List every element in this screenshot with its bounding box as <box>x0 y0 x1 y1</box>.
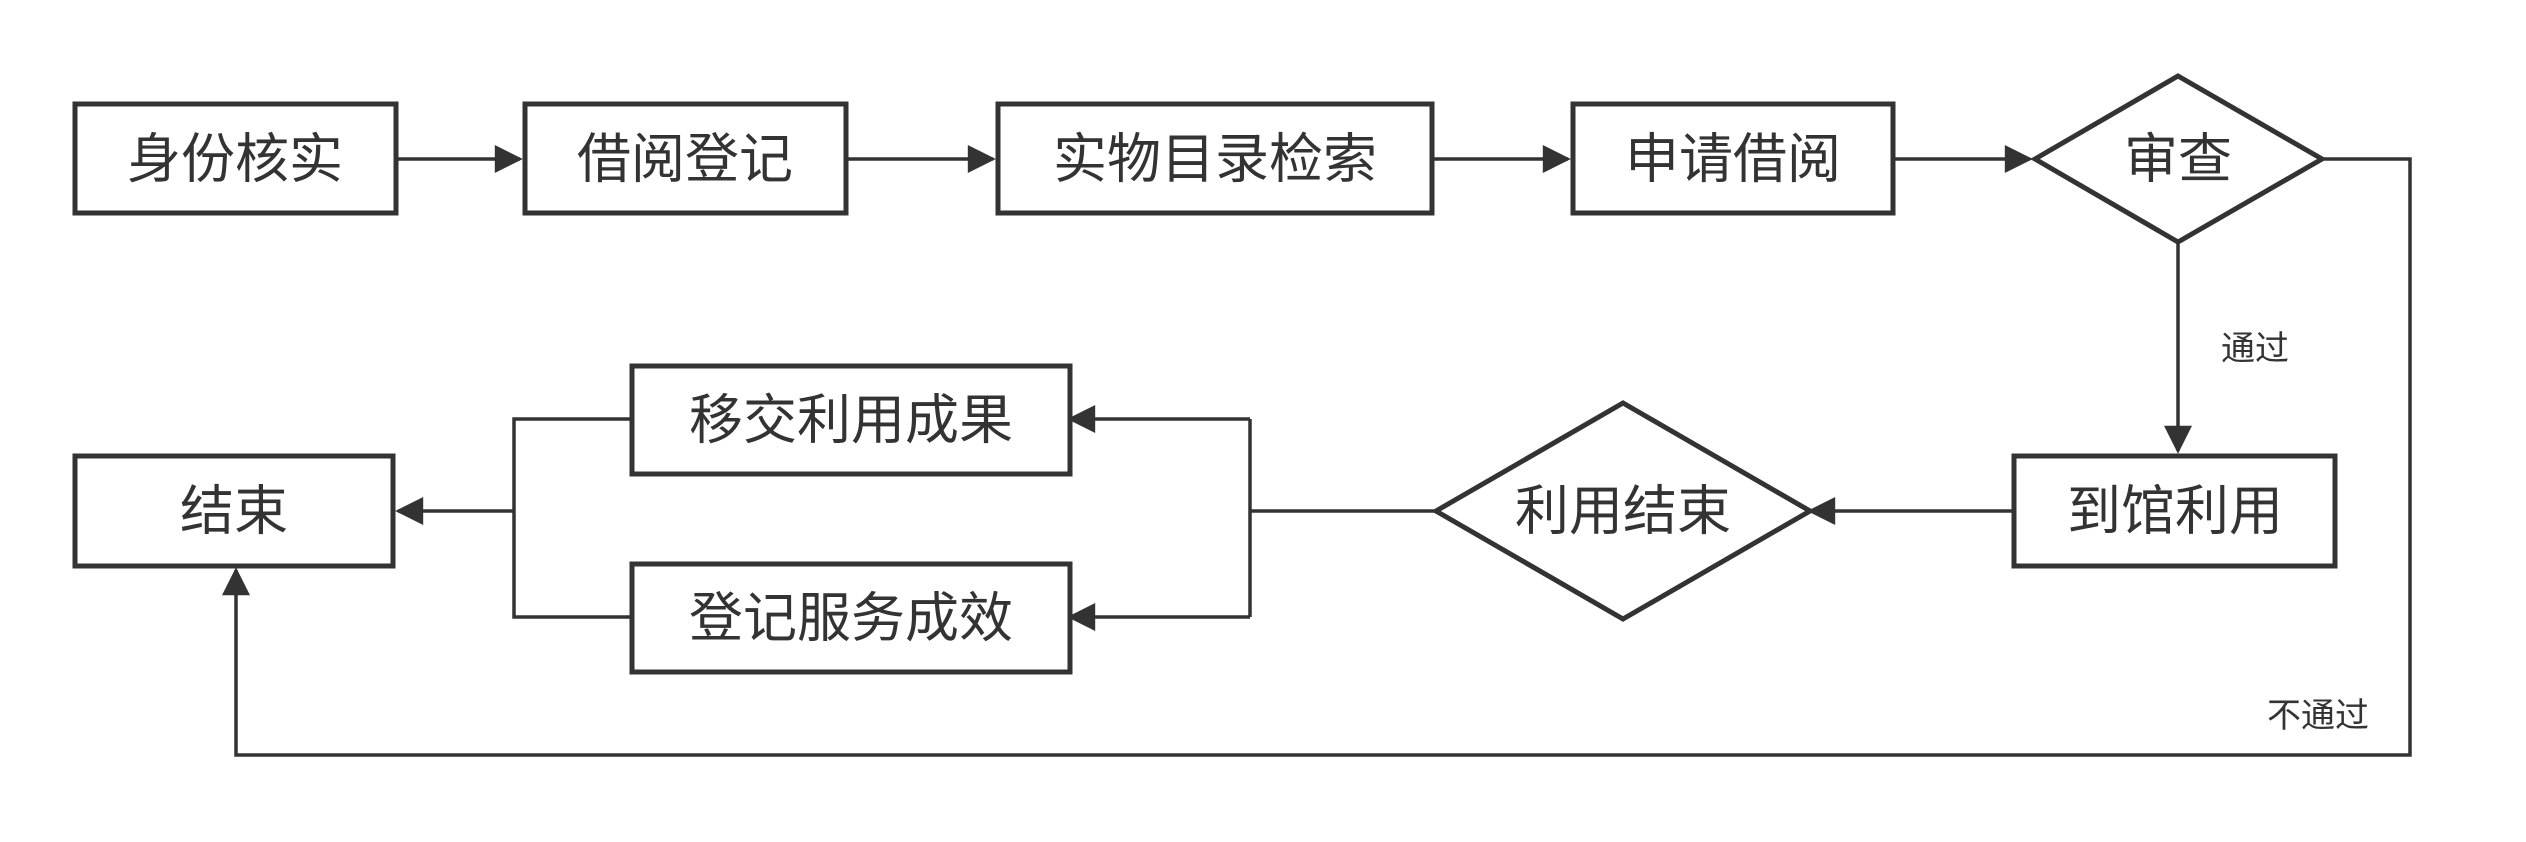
node-register: 借阅登记 <box>522 101 849 216</box>
node-transfer-results: 移交利用成果 <box>629 363 1073 477</box>
edge-transfer-join <box>512 417 632 619</box>
node-apply: 申请借阅 <box>1570 101 1896 216</box>
node-on-site-use: 到馆利用 <box>2011 453 2338 569</box>
node-catalog-search-label: 实物目录检索 <box>1053 128 1377 191</box>
node-end-label: 结束 <box>180 480 288 543</box>
node-identity-label: 身份核实 <box>127 128 343 191</box>
edge-label-pass: 通过 <box>2221 329 2289 369</box>
edges <box>222 145 2412 757</box>
node-use-end: 利用结束 <box>1431 400 1815 622</box>
node-record-effect: 登记服务成效 <box>629 561 1073 675</box>
node-catalog-search: 实物目录检索 <box>995 101 1435 216</box>
node-use-end-label: 利用结束 <box>1515 480 1731 543</box>
node-review: 审查 <box>2030 73 2328 245</box>
node-identity: 身份核实 <box>72 101 399 216</box>
node-on-site-use-label: 到馆利用 <box>2067 480 2283 543</box>
node-record-effect-label: 登记服务成效 <box>689 587 1013 650</box>
nodes: 身份核实 借阅登记 实物目录检索 申请借阅 审查 到馆利用 利用结束 移交利用 <box>72 73 2338 675</box>
edge-label-fail: 不通过 <box>2267 696 2369 736</box>
node-end: 结束 <box>72 453 396 569</box>
node-register-label: 借阅登记 <box>577 128 793 191</box>
node-apply-label: 申请借阅 <box>1625 128 1841 191</box>
node-transfer-results-label: 移交利用成果 <box>689 389 1013 452</box>
node-review-label: 审查 <box>2124 128 2232 191</box>
edge-review-fail <box>222 157 2412 757</box>
